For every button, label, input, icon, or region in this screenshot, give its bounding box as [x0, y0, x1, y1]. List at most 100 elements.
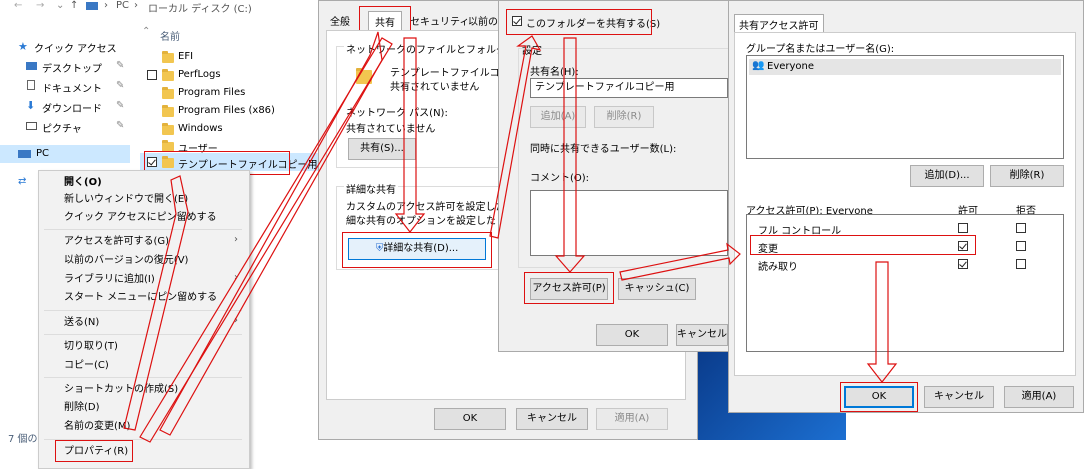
menu-pin-quick-access[interactable]: クイック アクセスにピン留めする	[64, 212, 217, 223]
pc-icon	[18, 150, 31, 158]
deny-checkbox[interactable]	[1016, 223, 1026, 233]
address-bar[interactable]: ← → ⌄ ↑ › PC › ローカル ディスク (C:)	[0, 0, 320, 16]
network-path-label: ネットワーク パス(N):	[346, 108, 448, 119]
tab-general[interactable]: 全般	[330, 17, 350, 28]
user-item-everyone[interactable]: 👥 Everyone	[749, 59, 1061, 75]
menu-add-library[interactable]: ライブラリに追加(I)	[64, 274, 155, 285]
allow-checkbox[interactable]	[958, 241, 968, 251]
breadcrumb-pc[interactable]: PC	[116, 0, 130, 11]
add-user-button[interactable]: 追加(D)...	[910, 165, 984, 187]
nav-desktop[interactable]: デスクトップ	[42, 64, 102, 75]
caching-button[interactable]: キャッシュ(C)	[618, 278, 696, 300]
advanced-share-button[interactable]: ⛨詳細な共有(D)...	[348, 238, 486, 260]
submenu-arrow-icon: ›	[234, 315, 238, 326]
list-item[interactable]: PerfLogs	[140, 66, 320, 84]
arrow-down-sharing	[394, 37, 426, 233]
share-name-label: 共有名(H):	[530, 67, 579, 78]
list-item[interactable]: EFI	[140, 48, 320, 66]
menu-delete[interactable]: 削除(D)	[64, 402, 100, 413]
nav-pane: ★ クイック アクセス デスクトップ ✎ ドキュメント ✎ ⬇ ダウンロード ✎…	[0, 30, 130, 210]
list-item[interactable]: Program Files (x86)	[140, 102, 320, 120]
menu-open[interactable]: 開く(O)	[64, 177, 102, 188]
menu-pin-start[interactable]: スタート メニューにピン留めする	[64, 292, 218, 303]
apply-button[interactable]: 適用(A)	[596, 408, 668, 430]
folder-label: テンプレートファイルコピー用	[178, 160, 318, 171]
menu-rename[interactable]: 名前の変更(M)	[64, 421, 131, 432]
allow-checkbox[interactable]	[958, 259, 968, 269]
share-button[interactable]: 共有(S)...	[348, 138, 416, 160]
nav-item-pc[interactable]: PC	[0, 145, 130, 163]
pin-icon: ✎	[116, 60, 125, 71]
remove-user-button[interactable]: 削除(R)	[990, 165, 1064, 187]
deny-checkbox[interactable]	[1016, 259, 1026, 269]
tab-security[interactable]: セキュリティ	[410, 17, 470, 28]
breadcrumb-drive[interactable]: ローカル ディスク (C:)	[148, 4, 252, 15]
tab-sharing[interactable]: 共有	[368, 11, 402, 31]
perm-row-label: 変更	[758, 244, 778, 255]
advanced-share-description: 細な共有のオプションを設定したりでき	[346, 216, 526, 227]
select-checkbox[interactable]	[147, 157, 157, 167]
forward-arrow-icon[interactable]: →	[36, 0, 45, 11]
menu-separator	[44, 377, 242, 378]
menu-restore-versions[interactable]: 以前のバージョンの復元(V)	[64, 255, 189, 266]
share-name-field[interactable]: テンプレートファイルコピー用	[530, 78, 728, 98]
list-item-selected[interactable]: テンプレートファイルコピー用	[140, 153, 320, 171]
sort-caret-icon: ⌃	[142, 26, 151, 37]
folder-label: PerfLogs	[178, 69, 221, 80]
annotation-box	[750, 235, 976, 255]
arrow-to-sharing-tab	[139, 37, 393, 443]
pin-icon: ✎	[116, 80, 125, 91]
deny-checkbox[interactable]	[1016, 241, 1026, 251]
cancel-button[interactable]: キャンセル	[516, 408, 588, 430]
desktop-icon	[26, 62, 37, 70]
recent-chevron-icon[interactable]: ⌄	[56, 0, 65, 11]
nav-downloads[interactable]: ダウンロード	[42, 104, 102, 115]
nav-pictures[interactable]: ピクチャ	[42, 124, 82, 135]
user-limit-label: 同時に共有できるユーザー数(L):	[530, 144, 677, 155]
share-folder-checkbox[interactable]	[512, 16, 522, 26]
share-folder-label[interactable]: このフォルダーを共有する(S)	[526, 19, 661, 30]
menu-properties[interactable]: プロパティ(R)	[64, 446, 129, 457]
breadcrumb-separator-icon: ›	[134, 0, 138, 11]
ok-button[interactable]: OK	[434, 408, 506, 430]
annotation-box	[506, 9, 652, 35]
folder-label: Program Files	[178, 87, 246, 98]
folder-label: EFI	[178, 51, 194, 62]
tab-previous[interactable]: 以前の	[468, 17, 498, 28]
ok-button[interactable]: OK	[844, 386, 914, 408]
list-item[interactable]: Program Files	[140, 84, 320, 102]
settings-label: 設定	[522, 46, 542, 57]
pictures-icon	[26, 122, 37, 130]
menu-create-shortcut[interactable]: ショートカットの作成(S)	[64, 384, 179, 395]
nav-quick-access[interactable]: クイック アクセス	[34, 44, 117, 55]
breadcrumb-separator-icon: ›	[104, 0, 108, 11]
permissions-button[interactable]: アクセス許可(P)	[530, 278, 608, 300]
folder-label: Program Files (x86)	[178, 105, 275, 116]
remove-share-button[interactable]: 削除(R)	[594, 106, 654, 128]
tab-share-permissions[interactable]: 共有アクセス許可	[734, 14, 824, 34]
menu-open-new-window[interactable]: 新しいウィンドウで開く(E)	[64, 194, 189, 205]
permissions-list	[746, 214, 1064, 352]
list-item[interactable]: Windows	[140, 120, 320, 138]
status-bar: 7 個の	[8, 434, 38, 445]
add-share-button[interactable]: 追加(A)	[530, 106, 586, 128]
menu-cut[interactable]: 切り取り(T)	[64, 341, 118, 352]
comment-field[interactable]	[530, 190, 728, 256]
back-arrow-icon[interactable]: ←	[14, 0, 23, 11]
cancel-button[interactable]: キャンセル	[924, 386, 994, 408]
menu-give-access[interactable]: アクセスを許可する(G)	[64, 236, 170, 247]
up-arrow-icon[interactable]: ↑	[70, 0, 79, 11]
document-icon	[27, 80, 35, 90]
allow-checkbox[interactable]	[958, 223, 968, 233]
annotation-box	[524, 272, 614, 304]
menu-copy[interactable]: コピー(C)	[64, 360, 109, 371]
apply-button[interactable]: 適用(A)	[1004, 386, 1074, 408]
nav-documents[interactable]: ドキュメント	[42, 84, 102, 95]
cancel-button[interactable]: キャンセル	[676, 324, 728, 346]
select-checkbox[interactable]	[147, 70, 157, 80]
column-header-name[interactable]: 名前	[160, 32, 180, 43]
menu-send-to[interactable]: 送る(N)	[64, 317, 100, 328]
ok-button[interactable]: OK	[596, 324, 668, 346]
user-label: Everyone	[767, 61, 815, 72]
list-item[interactable]: ユーザー	[140, 137, 320, 155]
